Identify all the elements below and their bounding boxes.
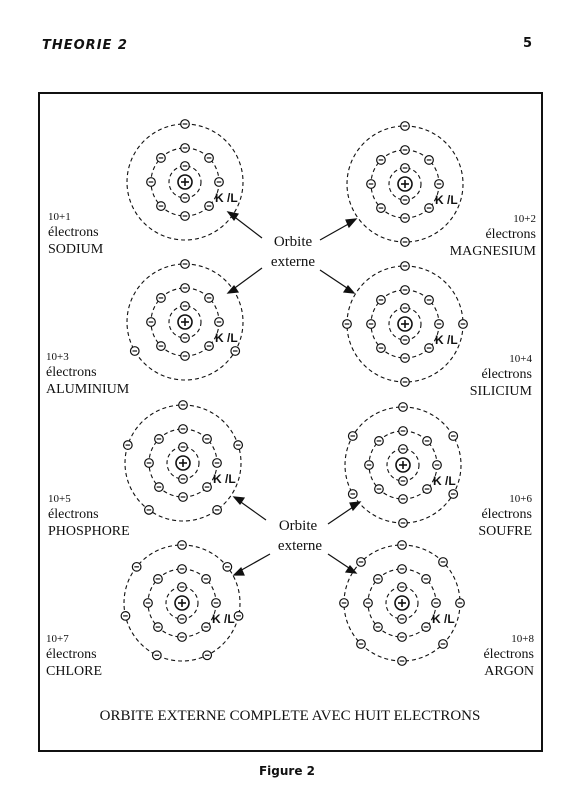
arrowhead-argon (344, 565, 358, 574)
electron-unit: électrons (46, 647, 97, 662)
arrow-to-silicium (319, 269, 351, 291)
electron-count: 10+6 (509, 493, 532, 505)
orbit-3 (126, 263, 244, 381)
shell-labels: K /L (435, 333, 458, 347)
arrow-to-sodium (231, 214, 263, 239)
electron-count: 10+5 (48, 493, 71, 505)
atom-name: PHOSPHORE (48, 524, 130, 539)
shell-labels: K /L (432, 612, 455, 626)
arrow-to-argon (327, 553, 353, 571)
atom-name: ALUMINIUM (46, 382, 130, 397)
orbit-3 (346, 125, 464, 243)
shell-labels: K /L (215, 331, 238, 345)
electron-count: 10+7 (46, 633, 69, 645)
orbit-label-top-line2: externe (271, 254, 315, 270)
orbit-label-top-line1: Orbite (274, 234, 313, 250)
arrowhead-magnesium (345, 218, 358, 229)
electron-unit: électrons (483, 647, 534, 662)
section-title: THEORIE 2 (42, 38, 128, 53)
orbit-3 (124, 404, 242, 522)
shell-labels: K /L (215, 191, 238, 205)
arrow-to-phosphore (237, 499, 267, 521)
electron-count: 10+1 (48, 211, 71, 223)
atom-name: SOUFRE (478, 524, 532, 539)
atom-name: CHLORE (46, 664, 102, 679)
electron-unit: électrons (48, 507, 99, 522)
arrow-to-chlore (237, 553, 271, 573)
electron-count: 10+4 (509, 353, 532, 365)
orbit-3 (344, 406, 462, 524)
electron-count: 10+8 (511, 633, 534, 645)
arrowhead-sodium (226, 211, 239, 222)
atom-name: SODIUM (48, 242, 104, 257)
arrow-to-soufre (327, 504, 357, 525)
atom-name: MAGNESIUM (450, 244, 537, 259)
shell-labels: K /L (435, 193, 458, 207)
arrowhead-silicium (342, 285, 356, 294)
atom-name: SILICIUM (470, 384, 533, 399)
arrow-to-magnesium (319, 221, 353, 241)
arrowhead-phosphore (232, 496, 246, 505)
electron-unit: électrons (46, 365, 97, 380)
atom-name: ARGON (484, 664, 534, 679)
figure-frame (38, 92, 543, 752)
electron-count: 10+3 (46, 351, 69, 363)
footer-banner: ORBITE EXTERNE COMPLETE AVEC HUIT ELECTR… (100, 708, 481, 724)
arrow-to-aluminium (231, 267, 263, 291)
orbit-3 (123, 544, 241, 662)
shell-labels: K /L (433, 474, 456, 488)
electron-count: 10+2 (513, 213, 536, 225)
orbit-3 (126, 123, 244, 241)
figure-caption: Figure 2 (258, 764, 316, 778)
arrowhead-chlore (232, 566, 245, 576)
arrowhead-soufre (349, 501, 362, 512)
shell-labels: K /L (212, 612, 235, 626)
electron-unit: électrons (481, 507, 532, 522)
shell-labels: K /L (213, 472, 236, 486)
electron-unit: électrons (481, 367, 532, 382)
orbit-label-bottom-line2: externe (278, 538, 322, 554)
electron-unit: électrons (48, 225, 99, 240)
electron-unit: électrons (485, 227, 536, 242)
page-number: 5 (522, 36, 532, 51)
orbit-label-bottom-line1: Orbite (279, 518, 318, 534)
